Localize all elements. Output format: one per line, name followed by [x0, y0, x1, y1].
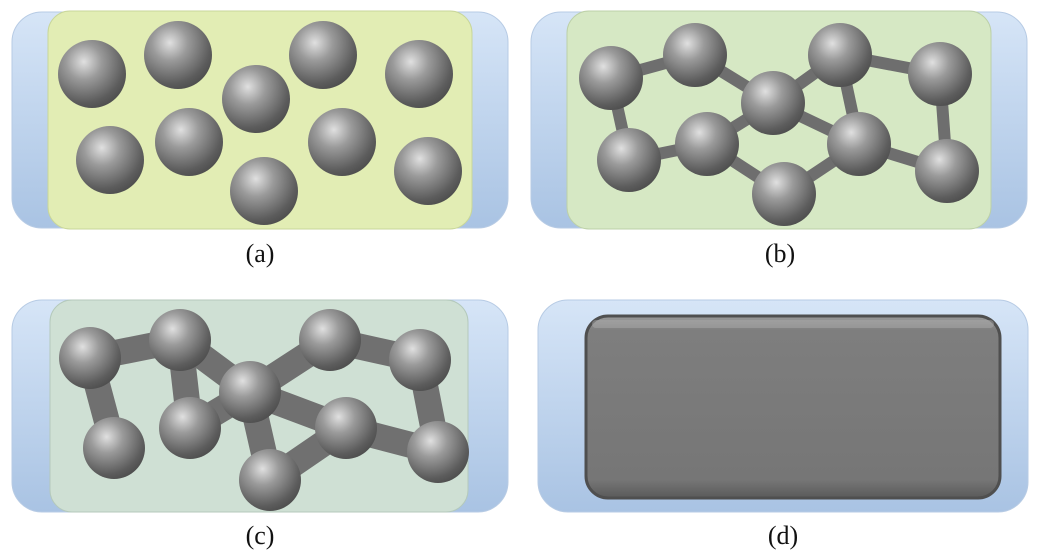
panel-b-diagram [530, 10, 1028, 230]
particle [827, 112, 891, 176]
particle [915, 139, 979, 203]
particle [752, 162, 816, 226]
panel-c [10, 298, 510, 518]
particle [299, 309, 361, 371]
particle [741, 71, 805, 135]
particle [155, 108, 223, 176]
particles [579, 23, 979, 226]
particle [59, 327, 121, 389]
particle [159, 397, 221, 459]
particle [83, 417, 145, 479]
panel-a [10, 8, 510, 236]
solid-part [584, 314, 1002, 500]
panel-a-diagram [11, 10, 509, 230]
particle [908, 42, 972, 106]
particle [407, 421, 469, 483]
particle [308, 108, 376, 176]
particle [675, 112, 739, 176]
caption-a: (a) [245, 239, 275, 268]
solid-part-highlight [592, 320, 994, 328]
particle [76, 126, 144, 194]
particle [394, 137, 462, 205]
caption-c: (c) [245, 521, 275, 550]
caption-b: (b) [764, 239, 796, 268]
caption-d: (d) [767, 521, 799, 550]
particle [144, 21, 212, 89]
particle [58, 40, 126, 108]
particle [315, 397, 377, 459]
panel-c-diagram [11, 299, 509, 513]
particle [385, 40, 453, 108]
particle [579, 46, 643, 110]
particle [149, 309, 211, 371]
particle [389, 329, 451, 391]
particle [597, 128, 661, 192]
particle [230, 157, 298, 225]
panel-d [536, 298, 1030, 518]
particles [58, 21, 462, 225]
panel-d-diagram [537, 299, 1029, 513]
particles [59, 309, 469, 511]
particle [239, 449, 301, 511]
particle [663, 23, 727, 87]
particle [222, 65, 290, 133]
particle [808, 23, 872, 87]
panel-b [529, 8, 1029, 236]
particle [289, 21, 357, 89]
particle [219, 361, 281, 423]
